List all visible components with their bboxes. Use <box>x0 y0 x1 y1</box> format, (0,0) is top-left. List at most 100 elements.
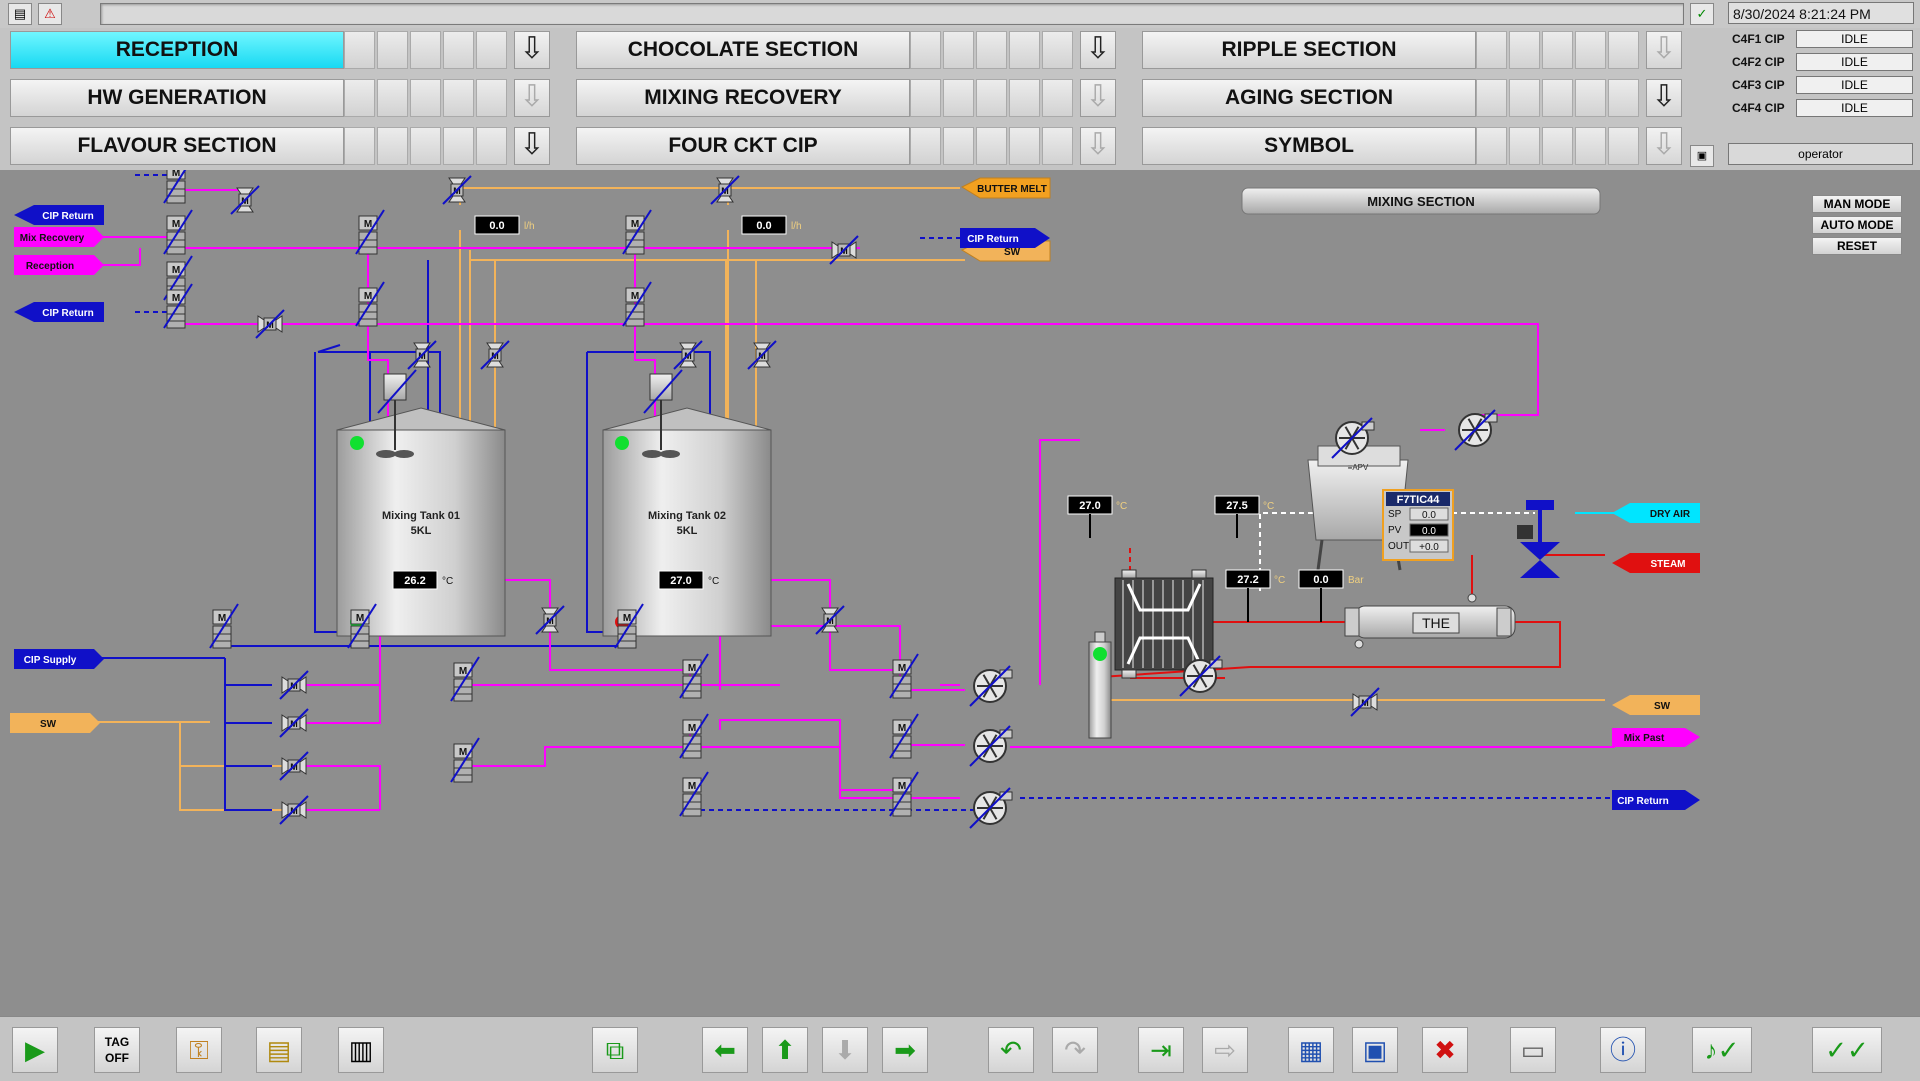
nav-dropdown-arrow-icon[interactable]: ⇩ <box>514 79 550 117</box>
cip-return-arrow-3[interactable]: CIP Return <box>960 228 1050 248</box>
actuated-valve[interactable]: M <box>163 158 193 204</box>
mix-recovery-arrow[interactable]: Mix Recovery <box>14 227 104 247</box>
acknowledge-all-icon[interactable]: ✓✓ <box>1812 1027 1882 1073</box>
actuated-valve[interactable]: M <box>163 209 193 255</box>
nav-mixing-recovery-button[interactable]: MIXING RECOVERY <box>576 79 910 117</box>
nav-hw-generation-button[interactable]: HW GENERATION <box>10 79 344 117</box>
nav-four-ckt-cip-button[interactable]: FOUR CKT CIP <box>576 127 910 165</box>
export-icon[interactable]: ⇨ <box>1202 1027 1248 1073</box>
butterfly-valve[interactable]: M <box>829 235 859 265</box>
plate-heat-exchanger[interactable] <box>1114 569 1214 679</box>
centrifugal-pump[interactable] <box>969 725 1013 767</box>
save-icon[interactable]: ▣ <box>1352 1027 1398 1073</box>
actuated-valve[interactable]: M <box>209 603 239 649</box>
actuated-valve[interactable]: M <box>889 713 919 759</box>
cip-return-arrow-4[interactable]: CIP Return <box>1612 790 1700 810</box>
dry-air-arrow[interactable]: DRY AIR <box>1612 503 1700 523</box>
delete-icon[interactable]: ✖ <box>1422 1027 1468 1073</box>
nav-dropdown-arrow-icon[interactable]: ⇩ <box>514 31 550 69</box>
actuated-valve[interactable]: M <box>889 653 919 699</box>
nav-dropdown-arrow-icon[interactable]: ⇩ <box>514 127 550 165</box>
cip-return-arrow-1[interactable]: CIP Return <box>14 205 104 225</box>
actuated-valve[interactable]: M <box>347 603 377 649</box>
actuated-valve[interactable]: M <box>622 209 652 255</box>
centrifugal-pump[interactable] <box>969 665 1013 707</box>
tag-off-button[interactable]: TAG OFF <box>94 1027 140 1073</box>
butterfly-valve[interactable]: M <box>279 708 309 738</box>
butterfly-valve[interactable]: M <box>1350 687 1380 717</box>
reset-button[interactable]: RESET <box>1812 237 1902 255</box>
sw-arrow-right[interactable]: SW <box>1612 695 1700 715</box>
steam-arrow[interactable]: STEAM <box>1612 553 1700 573</box>
vertical-valve[interactable]: M <box>747 340 777 370</box>
vertical-valve[interactable]: M <box>442 175 472 205</box>
actuated-valve[interactable]: M <box>679 713 709 759</box>
actuated-valve[interactable]: M <box>614 603 644 649</box>
info-icon[interactable]: ⓘ <box>1600 1027 1646 1073</box>
nav-aging-section-button[interactable]: AGING SECTION <box>1142 79 1476 117</box>
nav-ripple-section-button[interactable]: RIPPLE SECTION <box>1142 31 1476 69</box>
vertical-valve[interactable]: M <box>407 340 437 370</box>
auto-mode-button[interactable]: AUTO MODE <box>1812 216 1902 234</box>
monitor-view-icon[interactable]: ▭ <box>1510 1027 1556 1073</box>
nav-symbol-button[interactable]: SYMBOL <box>1142 127 1476 165</box>
actuated-valve[interactable]: M <box>679 653 709 699</box>
centrifugal-pump[interactable] <box>1331 417 1375 459</box>
copy-screen-icon[interactable]: ⧉ <box>592 1027 638 1073</box>
nav-flavour-section-button[interactable]: FLAVOUR SECTION <box>10 127 344 165</box>
vertical-valve[interactable]: M <box>815 605 845 635</box>
open-folder-icon[interactable]: ▦ <box>1288 1027 1334 1073</box>
centrifugal-pump[interactable] <box>1179 655 1223 697</box>
vertical-valve[interactable]: M <box>535 605 565 635</box>
notes-icon[interactable]: ▤ <box>256 1027 302 1073</box>
man-mode-button[interactable]: MAN MODE <box>1812 195 1902 213</box>
acknowledge-icon[interactable]: ✓ <box>1690 3 1714 25</box>
vertical-valve[interactable]: M <box>710 175 740 205</box>
sw-supply-arrow[interactable]: SW <box>10 713 100 733</box>
actuated-valve[interactable]: M <box>355 281 385 327</box>
actuated-valve[interactable]: M <box>889 771 919 817</box>
butterfly-valve[interactable]: M <box>255 309 285 339</box>
butter-melt-arrow[interactable]: BUTTER MELT <box>960 177 1051 199</box>
tubular-heat-exchanger[interactable]: THE <box>1344 593 1516 649</box>
actuated-valve[interactable]: M <box>622 281 652 327</box>
nav-dropdown-arrow-icon[interactable]: ⇩ <box>1646 127 1682 165</box>
centrifugal-pump[interactable] <box>1454 409 1498 451</box>
actuated-valve[interactable]: M <box>355 209 385 255</box>
alarm-icon[interactable]: ⚠ <box>38 3 62 25</box>
arrow-down-icon[interactable]: ⬇ <box>822 1027 868 1073</box>
centrifugal-pump[interactable] <box>969 787 1013 829</box>
nav-dropdown-arrow-icon[interactable]: ⇩ <box>1080 127 1116 165</box>
actuated-valve[interactable]: M <box>163 283 193 329</box>
redo-icon[interactable]: ↷ <box>1052 1027 1098 1073</box>
vertical-valve[interactable]: M <box>230 185 260 215</box>
mix-past-arrow[interactable]: Mix Past <box>1612 728 1700 747</box>
butterfly-valve[interactable]: M <box>279 670 309 700</box>
vertical-valve[interactable]: M <box>480 340 510 370</box>
report-icon[interactable]: ▥ <box>338 1027 384 1073</box>
import-icon[interactable]: ⇥ <box>1138 1027 1184 1073</box>
reception-arrow[interactable]: Reception <box>14 255 104 275</box>
nav-chocolate-section-button[interactable]: CHOCOLATE SECTION <box>576 31 910 69</box>
steam-control-valve[interactable] <box>1517 500 1560 578</box>
vertical-valve[interactable]: M <box>673 340 703 370</box>
arrow-right-icon[interactable]: ➡ <box>882 1027 928 1073</box>
nav-dropdown-arrow-icon[interactable]: ⇩ <box>1646 31 1682 69</box>
filter-vessel[interactable] <box>1088 631 1112 739</box>
actuated-valve[interactable]: M <box>679 771 709 817</box>
sound-acknowledge-icon[interactable]: ♪✓ <box>1692 1027 1752 1073</box>
key-icon[interactable]: ⚿ <box>176 1027 222 1073</box>
arrow-left-icon[interactable]: ⬅ <box>702 1027 748 1073</box>
nav-dropdown-arrow-icon[interactable]: ⇩ <box>1080 31 1116 69</box>
nav-dropdown-arrow-icon[interactable]: ⇩ <box>1080 79 1116 117</box>
notepad-icon[interactable]: ▤ <box>8 3 32 25</box>
actuated-valve[interactable]: M <box>450 656 480 702</box>
start-icon[interactable]: ▶ <box>12 1027 58 1073</box>
butterfly-valve[interactable]: M <box>279 751 309 781</box>
cip-return-arrow-2[interactable]: CIP Return <box>14 302 104 322</box>
cip-supply-arrow[interactable]: CIP Supply <box>14 649 104 669</box>
nav-dropdown-arrow-icon[interactable]: ⇩ <box>1646 79 1682 117</box>
arrow-up-icon[interactable]: ⬆ <box>762 1027 808 1073</box>
butterfly-valve[interactable]: M <box>279 795 309 825</box>
mixing-tank-01[interactable]: Mixing Tank 01 5KL 26.2 °C <box>336 369 506 637</box>
